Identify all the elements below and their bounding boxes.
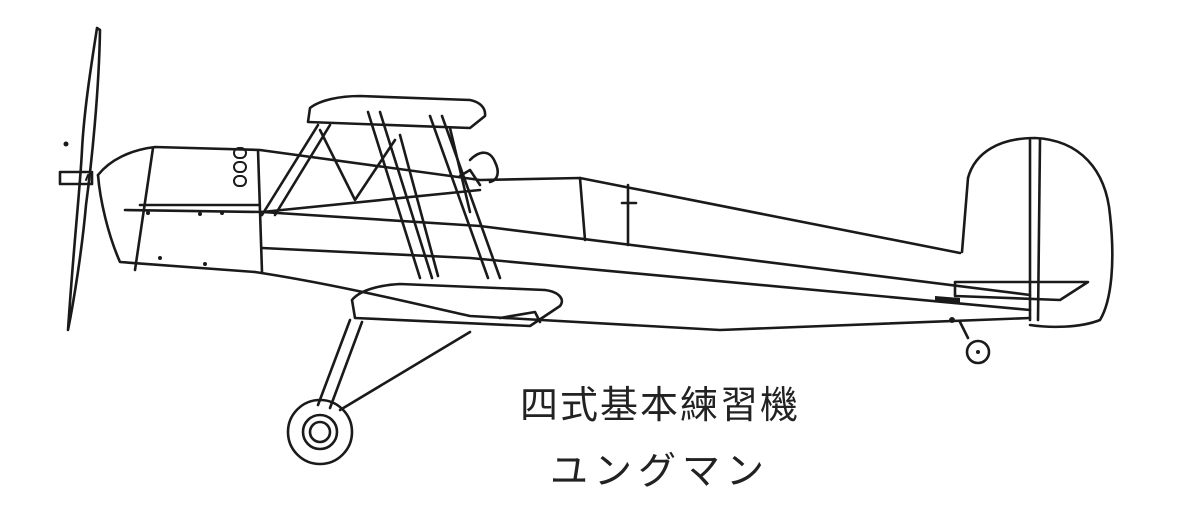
- upper-wing: [306, 94, 487, 130]
- propeller: [58, 26, 102, 332]
- caption-subtitle: ユングマン: [549, 449, 770, 493]
- tail-wheel: [949, 317, 991, 365]
- horizontal-stabilizer: [935, 280, 1090, 304]
- landing-gear: [286, 318, 472, 466]
- caption-title: 四式基本練習機: [519, 383, 800, 427]
- fuselage: [96, 145, 1032, 332]
- cabane-struts: [260, 110, 502, 280]
- vertical-tail: [960, 136, 1114, 329]
- lower-wing: [350, 282, 564, 328]
